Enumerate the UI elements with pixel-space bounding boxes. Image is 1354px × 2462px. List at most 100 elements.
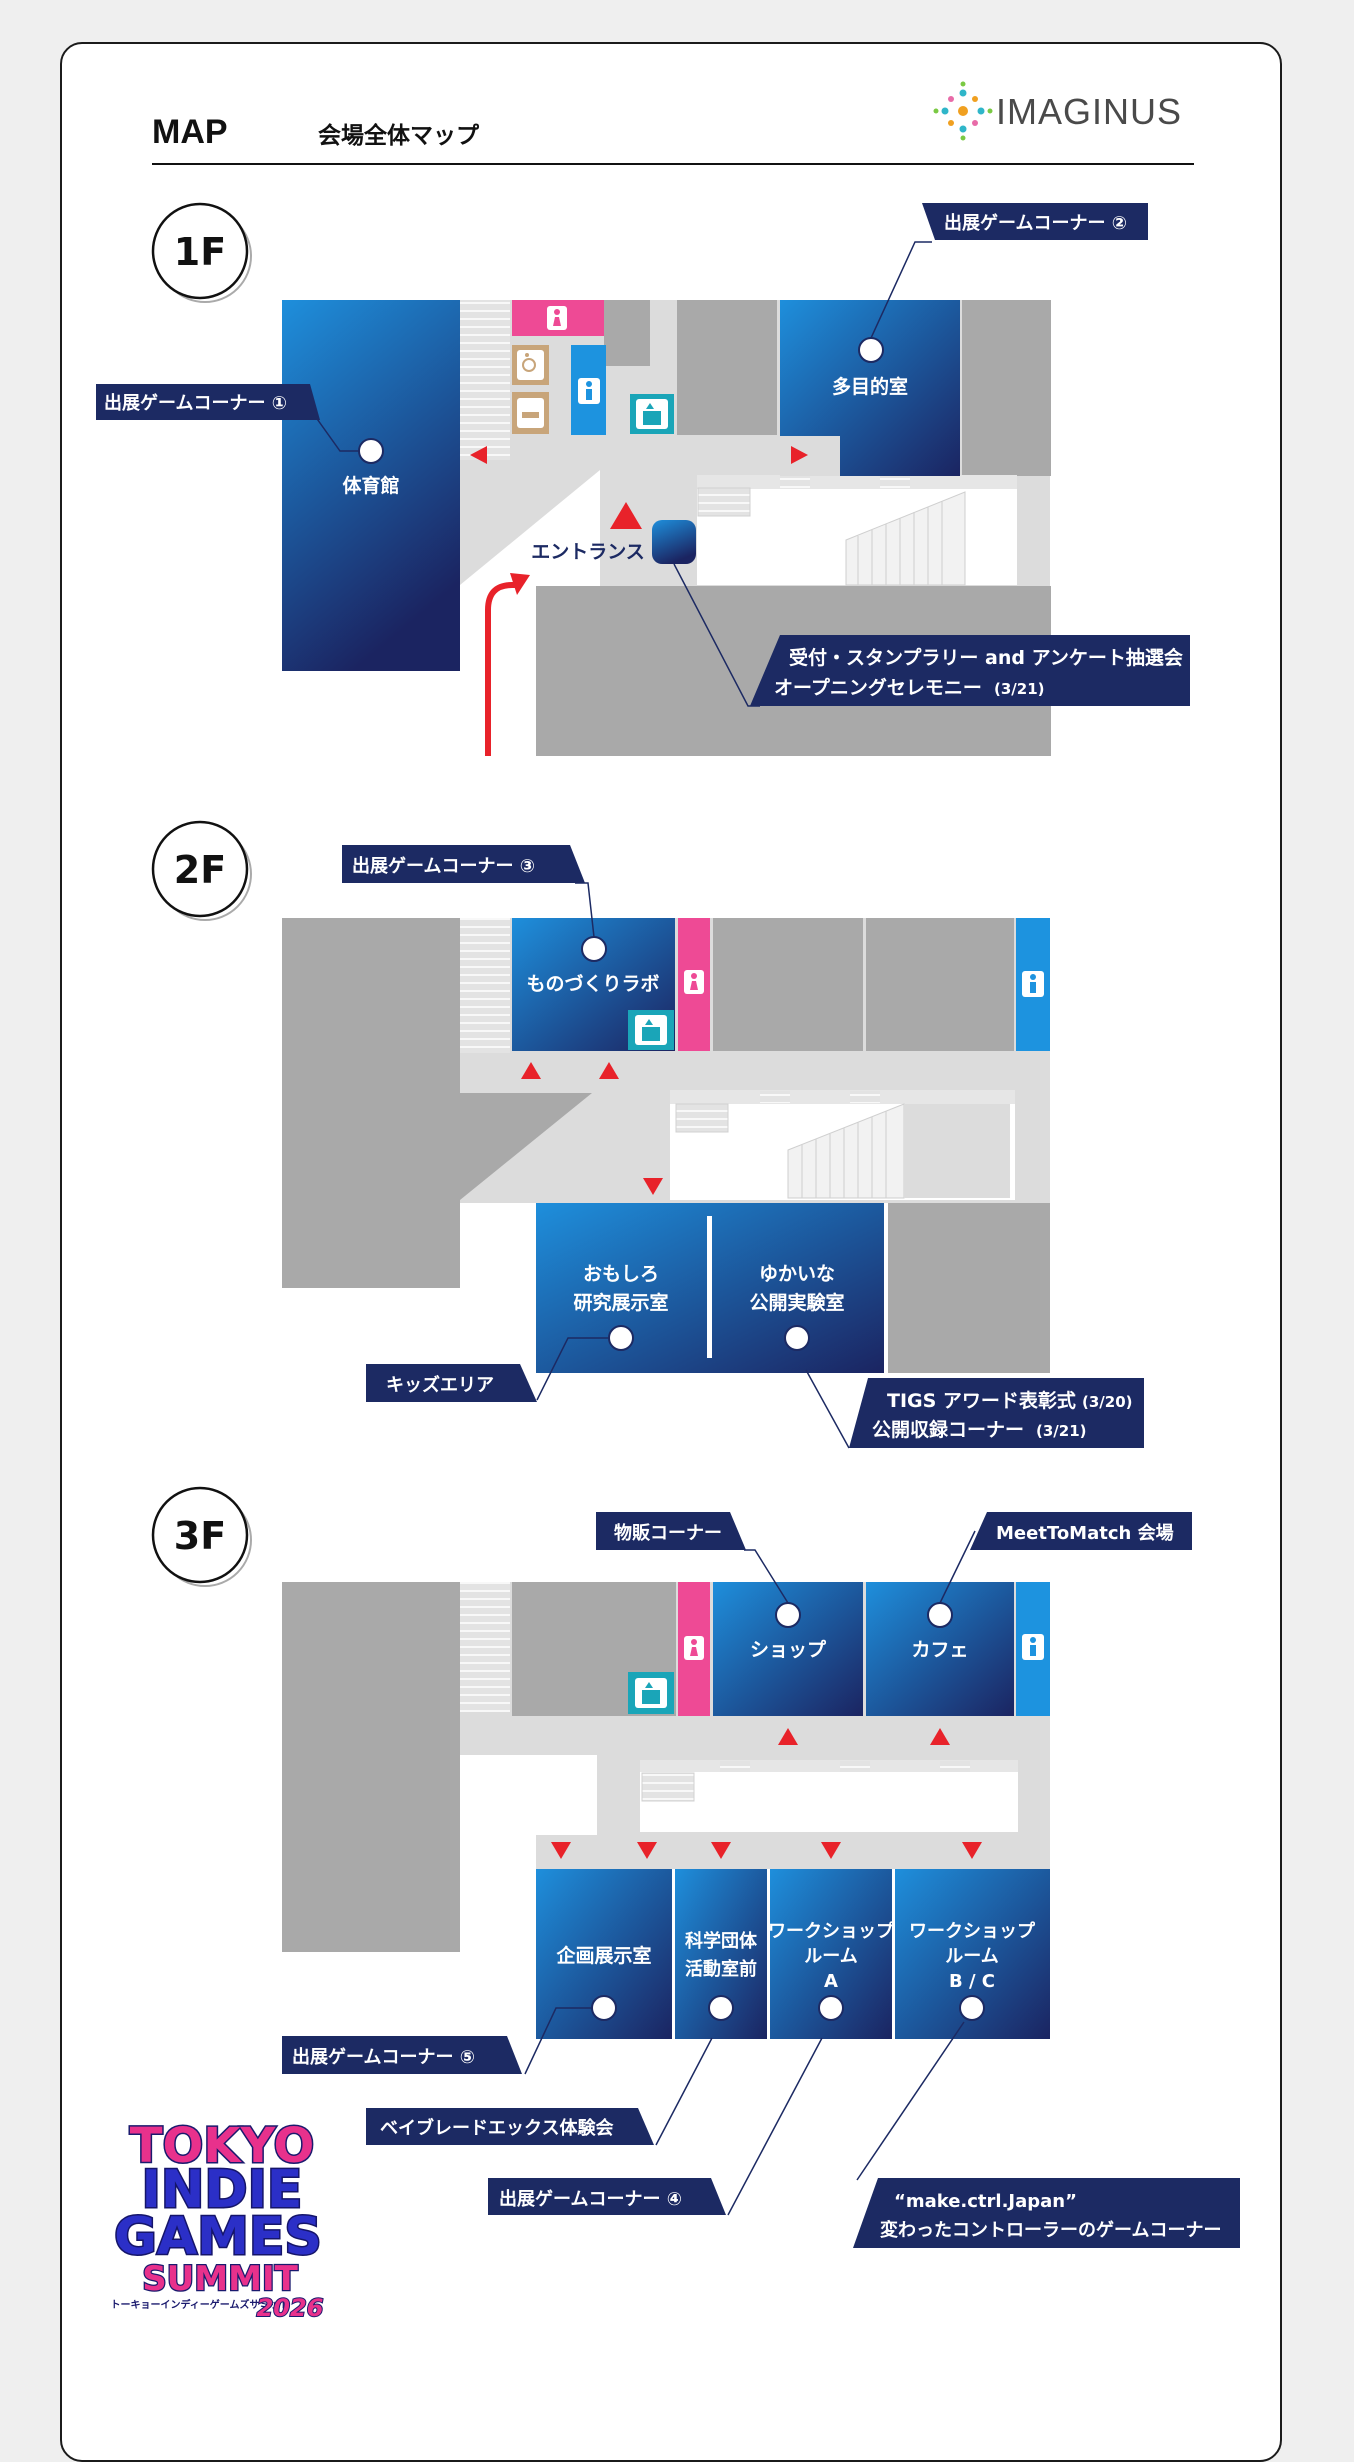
callout-corner4-text: 出展ゲームコーナー ④ <box>499 2188 682 2210</box>
callout-sales-text: 物販コーナー <box>614 1522 722 1544</box>
marker-yukai[interactable] <box>784 1325 810 1351</box>
callout-tigs-date2: (3/21) <box>1036 1422 1087 1440</box>
floor-1: 1F <box>96 202 1190 756</box>
room-label-wsbc-1: ワークショップ <box>909 1920 1036 1942</box>
room-label-wsa-2: ルーム <box>804 1946 857 1967</box>
f1-escalator <box>845 491 966 586</box>
callout-kids <box>366 1364 537 1402</box>
room-label-yukai-1: ゆかいな <box>759 1263 835 1285</box>
marker-monozukuri[interactable] <box>581 936 607 962</box>
floor-2: 2F <box>151 820 1144 1449</box>
imaginus-logo: IMAGINUS <box>933 81 1182 141</box>
callout-beyblade <box>366 2108 654 2145</box>
room-label-kagaku-2: 活動室前 <box>685 1958 757 1980</box>
map-label: MAP <box>152 113 228 151</box>
male-restroom-icon <box>1022 1634 1044 1660</box>
marker-cafe[interactable] <box>927 1602 953 1628</box>
logo-line-games: GAMES <box>114 2207 322 2267</box>
elevator-icon <box>636 399 668 429</box>
f1-arrow-left <box>470 446 487 464</box>
callout-reception-line1: 受付・スタンプラリー and アンケート抽選会 <box>789 646 1183 669</box>
f2-arrow-down <box>643 1178 663 1195</box>
callout-make-line1: “make.ctrl.Japan” <box>894 2191 1077 2212</box>
entrance-arrow <box>485 582 520 756</box>
f2-arrow-up-1 <box>521 1062 541 1079</box>
f1-arrow-up <box>610 502 642 529</box>
callout-tigs-line2: 公開収録コーナー <box>872 1418 1024 1441</box>
f1-arrow-right <box>791 446 808 464</box>
room-label-yukai-2: 公開実験室 <box>749 1291 844 1314</box>
room-label-omoshiro-1: おもしろ <box>583 1263 659 1285</box>
marker-workshop-a[interactable] <box>818 1995 844 2021</box>
callout-corner1-text: 出展ゲームコーナー ① <box>104 392 287 414</box>
floor-label-1f: 1F <box>174 230 226 274</box>
room-label-kagaku-1: 科学団体 <box>685 1930 758 1952</box>
female-restroom-icon <box>547 306 567 330</box>
room-label-shop: ショップ <box>750 1638 827 1661</box>
callout-corner1 <box>96 384 320 420</box>
room-label-cafe: カフェ <box>911 1639 968 1661</box>
page-subtitle: 会場全体マップ <box>318 122 480 149</box>
wheelchair-icon <box>517 350 544 380</box>
marker-kikaku[interactable] <box>591 1995 617 2021</box>
f3-arrow-down-3 <box>711 1842 731 1859</box>
marker-gym[interactable] <box>358 438 384 464</box>
imaginus-wordmark: IMAGINUS <box>996 91 1182 132</box>
callout-meettomatch-text: MeetToMatch 会場 <box>996 1522 1174 1544</box>
marker-kagaku[interactable] <box>708 1995 734 2021</box>
female-restroom-icon <box>684 970 704 994</box>
f3-arrow-down-1 <box>551 1842 571 1859</box>
f3-arrow-down-4 <box>821 1842 841 1859</box>
logo-subtext: トーキョーインディーゲームズサミット <box>111 2298 290 2311</box>
room-label-monozukuri: ものづくりラボ <box>526 973 659 995</box>
elevator-icon <box>635 1678 667 1708</box>
elevator-icon <box>635 1015 667 1045</box>
imaginus-mark-icon <box>933 81 993 141</box>
logo-line-indie: INDIE <box>142 2160 303 2220</box>
room-label-omoshiro-2: 研究展示室 <box>573 1291 668 1314</box>
callout-tigs-line1: TIGS アワード表彰式 <box>887 1389 1076 1412</box>
callout-corner5 <box>282 2036 522 2074</box>
reception-marker[interactable] <box>652 520 696 564</box>
callout-meettomatch <box>970 1512 1192 1550</box>
room-gym[interactable] <box>282 300 460 671</box>
male-restroom-icon <box>1022 971 1044 997</box>
f3-arrow-down-5 <box>962 1842 982 1859</box>
marker-multipurpose[interactable] <box>858 337 884 363</box>
callout-beyblade-text: ベイブレードエックス体験会 <box>380 2117 613 2139</box>
f3-arrow-up-cafe <box>930 1728 950 1745</box>
tokyo-indie-games-summit-logo: TOKYO INDIE GAMES SUMMIT トーキョーインディーゲームズサ… <box>111 2117 325 2324</box>
callout-sales <box>596 1512 746 1550</box>
room-label-gym: 体育館 <box>342 474 399 497</box>
f3-block-left <box>282 1582 460 1952</box>
room-label-kikaku: 企画展示室 <box>555 1944 651 1967</box>
callout-corner3 <box>342 845 585 883</box>
room-label-wsa-3: A <box>824 1971 838 1992</box>
callout-corner4 <box>488 2178 726 2215</box>
floor-label-3f: 3F <box>174 1514 226 1558</box>
floor-3: 3F <box>151 1486 1240 2248</box>
callout-kids-text: キッズエリア <box>386 1374 494 1396</box>
female-restroom-icon <box>684 1636 704 1660</box>
floor-badge-1f: 1F <box>151 202 252 303</box>
callout-reception-date: (3/21) <box>994 680 1045 698</box>
callout-corner2 <box>922 203 1148 240</box>
logo-year: 2026 <box>257 2294 324 2322</box>
floor-badge-3f: 3F <box>151 1486 252 1587</box>
floor-badge-2f: 2F <box>151 820 252 921</box>
logo-line-tokyo: TOKYO <box>130 2118 315 2174</box>
male-restroom-icon <box>578 378 600 404</box>
room-label-wsa-1: ワークショップ <box>768 1920 895 1942</box>
logo-line-summit: SUMMIT <box>142 2259 298 2299</box>
baby-changing-icon <box>517 398 544 428</box>
callout-make-ctrl <box>853 2178 1240 2248</box>
callout-corner2-text: 出展ゲームコーナー ② <box>944 212 1127 234</box>
marker-shop[interactable] <box>775 1602 801 1628</box>
marker-omoshiro[interactable] <box>608 1325 634 1351</box>
entrance-label: エントランス <box>531 541 645 563</box>
f3-arrow-up-shop <box>778 1728 798 1745</box>
f2-arrow-up-2 <box>599 1062 619 1079</box>
marker-workshop-bc[interactable] <box>959 1995 985 2021</box>
callout-reception <box>750 635 1190 706</box>
callout-make-line2: 変わったコントローラーのゲームコーナー <box>880 2219 1221 2241</box>
